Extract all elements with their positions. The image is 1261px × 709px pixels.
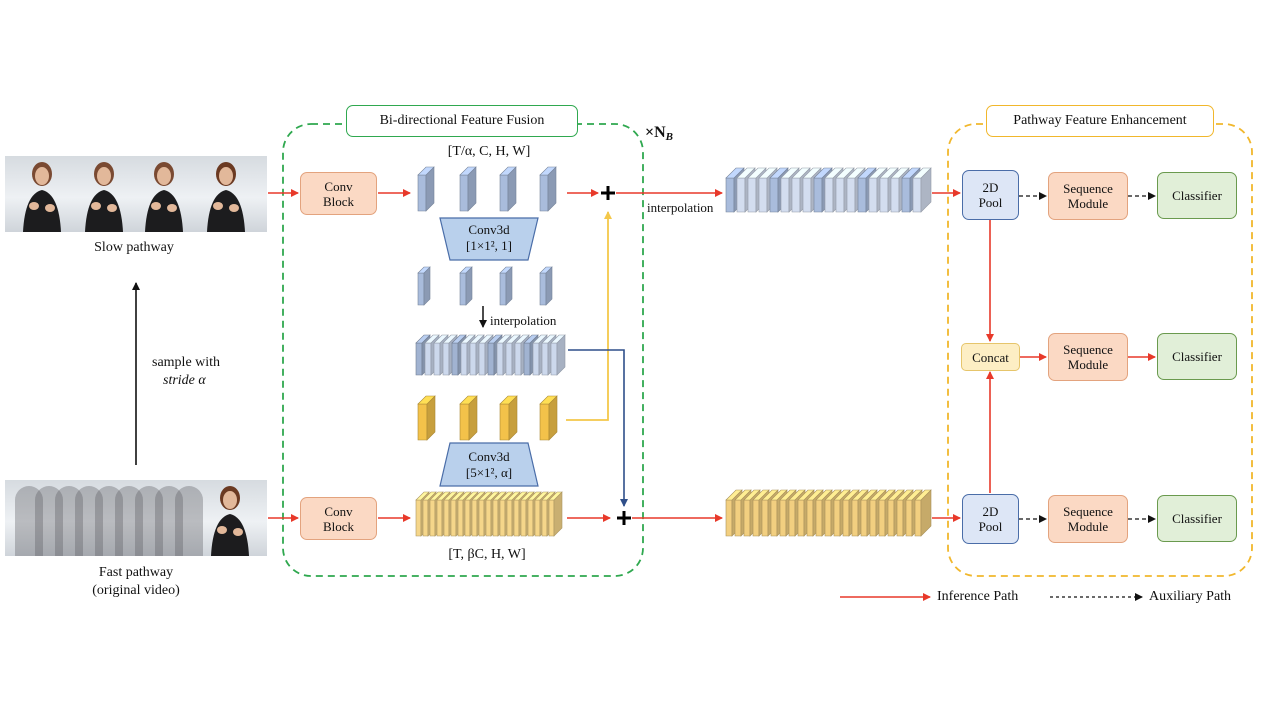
conv3d-top-label: Conv3d[1×1², 1] (466, 222, 512, 253)
conv3d-bottom-shape (439, 442, 539, 487)
enhancement-title: Pathway Feature Enhancement (986, 105, 1214, 137)
legend-auxiliary-label: Auxiliary Path (1149, 589, 1232, 604)
slow-pathway-frames (5, 156, 267, 232)
slow-feature-slab (417, 166, 435, 212)
reduced-slow-slab (539, 266, 553, 306)
fusion-title: Bi-directional Feature Fusion (346, 105, 578, 137)
fast-conv-slab (539, 395, 558, 441)
reduced-slow-slab (499, 266, 513, 306)
signer-image (201, 156, 251, 232)
stride-label: stride α (163, 373, 206, 388)
ghost-frame (55, 486, 83, 556)
inner-interpolation-label: interpolation (490, 313, 557, 328)
conv3d-top-shape (439, 217, 539, 261)
legend-inference-label: Inference Path (937, 589, 1019, 604)
classifier-mid: Classifier (1157, 333, 1237, 380)
classifier-top: Classifier (1157, 172, 1237, 219)
signer-image (205, 480, 255, 556)
conv3d-bottom-label: Conv3d[5×1², α] (465, 449, 513, 480)
fast-conv-slab (417, 395, 436, 441)
fast-pathway-label: Fast pathway (98, 565, 174, 580)
fusion-container (282, 123, 644, 577)
outer-interpolation-label: interpolation (647, 200, 714, 215)
slow-shape-label: [T/α, C, H, W] (447, 144, 531, 159)
fast-pathway-frames (5, 480, 267, 556)
signer-image (139, 156, 189, 232)
interpolated-slow-slab (550, 334, 566, 376)
signer-image (17, 156, 67, 232)
fused-slow-slab (912, 167, 932, 213)
ghost-frame (155, 486, 183, 556)
fast-pathway-sublabel: (original video) (92, 583, 180, 598)
ghost-frame (35, 486, 63, 556)
ghost-frame (115, 486, 143, 556)
fast-conv-slab (499, 395, 518, 441)
ghost-frame (15, 486, 43, 556)
ghost-frame (95, 486, 123, 556)
reduced-slow-slab (459, 266, 473, 306)
plus-top (601, 186, 615, 200)
sample-label: sample with (152, 355, 221, 370)
ghost-frame (175, 486, 203, 556)
fused-fast-slab (914, 489, 932, 537)
slow-feature-slab (539, 166, 557, 212)
fast-feature-slab (548, 491, 563, 537)
slow-feature-slab (459, 166, 477, 212)
ghost-frame (75, 486, 103, 556)
signer-image (79, 156, 129, 232)
nb-label: ×NB (645, 124, 674, 144)
slow-pathway-label: Slow pathway (94, 240, 174, 255)
fast-conv-slab (459, 395, 478, 441)
reduced-slow-slab (417, 266, 431, 306)
slow-feature-slab (499, 166, 517, 212)
ghost-frame (135, 486, 163, 556)
fast-shape-label: [T, βC, H, W] (448, 547, 526, 562)
plus-bottom (617, 511, 631, 525)
concat-box: Concat (961, 343, 1020, 371)
classifier-bottom: Classifier (1157, 495, 1237, 542)
